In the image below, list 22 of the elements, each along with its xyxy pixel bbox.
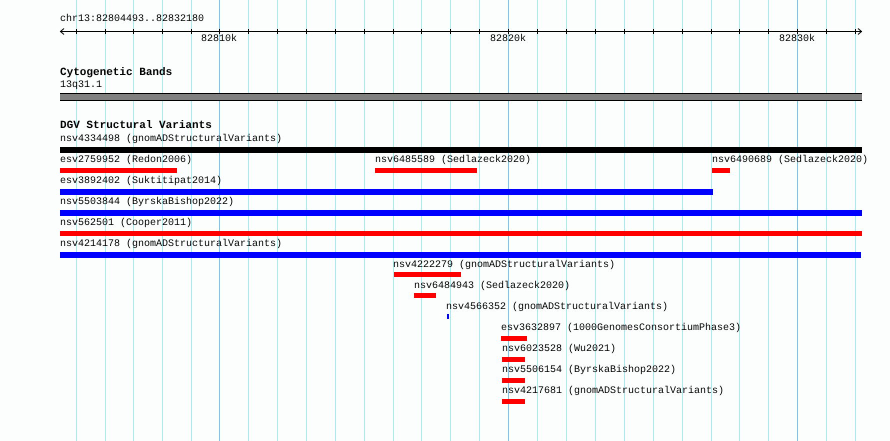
variant-label: nsv6023528 (Wu2021) [502,344,616,355]
tick-label: 82820k [490,34,526,45]
variant-label: nsv5506154 (ByrskaBishop2022) [502,365,676,376]
variant-label: nsv6485589 (Sedlazeck2020) [375,155,532,166]
tick-label: 82830k [779,34,816,45]
variant-label: nsv4222279 (gnomADStructuralVariants) [393,260,616,271]
variant-label: nsv6484943 (Sedlazeck2020) [414,281,570,292]
variant-label: nsv6490689 (Sedlazeck2020) [712,155,868,166]
variant-label: nsv4334498 (gnomADStructuralVariants) [60,134,282,145]
tick-label: 82810k [201,34,238,45]
region-label: chr13:82804493..82832180 [60,14,204,25]
variant-label: esv3892402 (Suktitipat2014) [60,176,222,187]
track-title: DGV Structural Variants [60,121,212,132]
variant-label: esv2759952 (Redon2006) [60,155,192,166]
band-label: 13q31.1 [60,80,102,91]
variant-label: nsv4214178 (gnomADStructuralVariants) [60,239,282,250]
variant-label: nsv5503844 (ByrskaBishop2022) [60,197,234,208]
variant-label: nsv4566352 (gnomADStructuralVariants) [446,302,668,313]
variant-label: nsv562501 (Cooper2011) [60,218,192,229]
track-title: Cytogenetic Bands [60,68,172,79]
variant-label: nsv4217681 (gnomADStructuralVariants) [502,386,724,397]
variant-label: esv3632897 (1000GenomesConsortiumPhase3) [501,323,742,334]
